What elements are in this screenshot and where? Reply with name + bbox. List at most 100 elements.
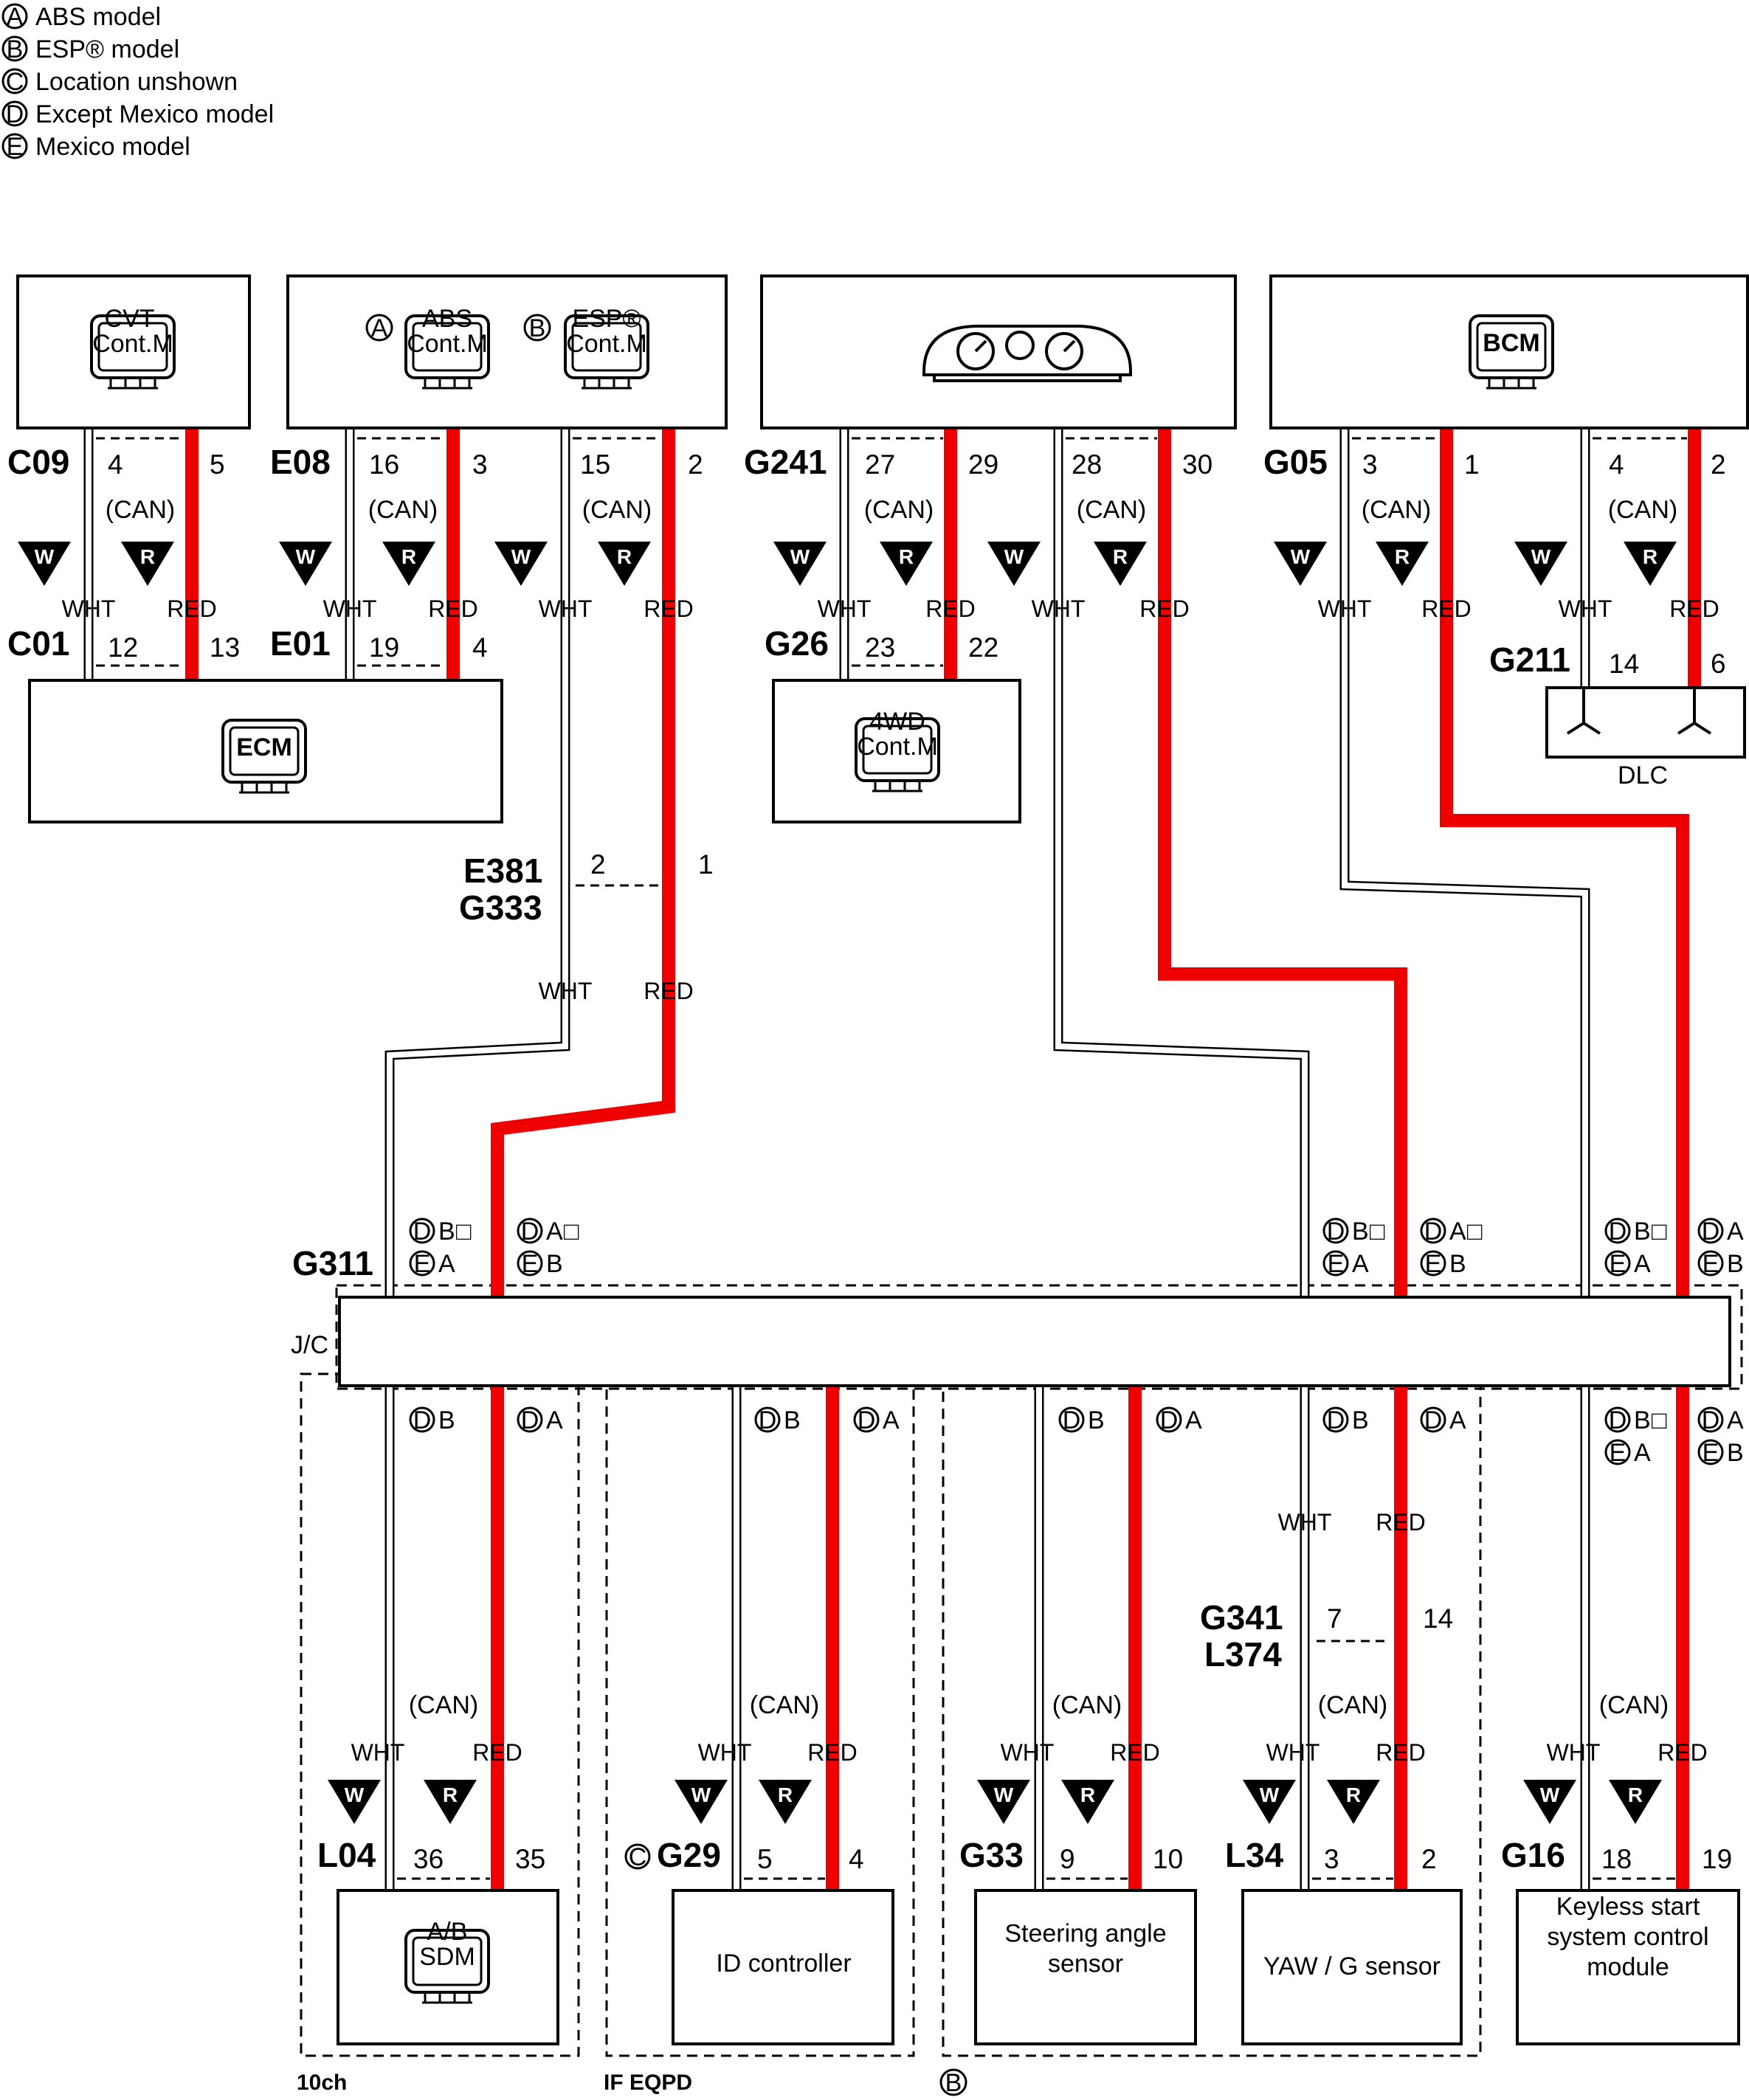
zone-b-box bbox=[942, 1372, 1482, 2057]
variant-letter: A bbox=[1727, 1217, 1744, 1246]
red-wire-mark: R bbox=[1327, 1780, 1380, 1824]
variant-mark-circle bbox=[409, 1217, 435, 1244]
wire-color-label: WHT bbox=[1547, 1739, 1601, 1766]
variant-box: □ bbox=[1652, 1217, 1667, 1246]
connector-label: G311 bbox=[292, 1244, 373, 1282]
wire-color-label: RED bbox=[1376, 1739, 1426, 1766]
pin-number: 16 bbox=[369, 449, 399, 480]
variant-letter: A bbox=[883, 1406, 900, 1434]
legend-mark: B bbox=[7, 35, 24, 63]
dlc-label: DLC bbox=[1618, 761, 1668, 790]
variant-mark: D bbox=[1609, 1217, 1627, 1246]
pin-number: 15 bbox=[580, 449, 610, 480]
variant-mark-circle bbox=[1420, 1406, 1446, 1433]
pin-number: 4 bbox=[1609, 449, 1624, 480]
variant-mark: D bbox=[1424, 1217, 1443, 1246]
white-wire-mark: W bbox=[279, 542, 332, 586]
triangle-mark-text: W bbox=[1531, 545, 1551, 568]
pin-number: 6 bbox=[1711, 649, 1726, 679]
variant-mark: D bbox=[1327, 1406, 1345, 1434]
triangle-mark-text: W bbox=[345, 1783, 365, 1806]
wire-color-label: RED bbox=[1669, 595, 1719, 622]
pin-number: 2 bbox=[1421, 1844, 1437, 1874]
wire-color-label: RED bbox=[644, 978, 694, 1004]
pin-number: 4 bbox=[849, 1844, 864, 1874]
triangle-mark-text: W bbox=[790, 545, 810, 568]
triangle-mark-text: W bbox=[994, 1783, 1014, 1806]
wire-color-label: RED bbox=[807, 1739, 858, 1766]
variant-mark: D bbox=[1609, 1406, 1627, 1434]
pin-number: 19 bbox=[1702, 1844, 1732, 1874]
zone-b-caption: B bbox=[945, 2069, 962, 2097]
variant-mark: E bbox=[522, 1250, 539, 1278]
variant-letter: B bbox=[1088, 1406, 1105, 1434]
label-line: Cont.M bbox=[566, 330, 647, 358]
white-wire-mark: W bbox=[18, 542, 71, 586]
wire-color-label: RED bbox=[428, 595, 478, 622]
legend-item-c: C Location unshown bbox=[1, 68, 238, 96]
wire-color-label: WHT bbox=[539, 978, 593, 1004]
triangle-mark-text: R bbox=[140, 545, 155, 568]
variant-letter: B bbox=[438, 1406, 455, 1434]
variant-mark-circle bbox=[1604, 1250, 1631, 1277]
dlc-pin-symbols bbox=[1566, 688, 1712, 735]
pin-number: 4 bbox=[108, 449, 123, 480]
red-wire-mark: R bbox=[1624, 542, 1677, 586]
red-wire-mark: R bbox=[424, 1780, 477, 1824]
variant-mark-circle bbox=[1420, 1250, 1446, 1277]
variant-mark-circle bbox=[1058, 1406, 1085, 1433]
variant-mark: E bbox=[414, 1250, 431, 1278]
wire-color-label: WHT bbox=[539, 595, 593, 622]
variant-mark-circle bbox=[409, 1250, 435, 1277]
triangle-mark-text: R bbox=[899, 545, 914, 568]
variant-mark: D bbox=[413, 1217, 432, 1246]
can-label: (CAN) bbox=[106, 496, 175, 524]
wire-color-label: WHT bbox=[1559, 595, 1612, 622]
can-label: (CAN) bbox=[409, 1691, 478, 1719]
variant-mark-circle bbox=[754, 1406, 781, 1433]
wire-color-label: RED bbox=[925, 595, 976, 622]
ecm-label: ECM bbox=[236, 733, 292, 761]
triangle-mark-text: W bbox=[1291, 545, 1311, 568]
yaw-sensor-box bbox=[1241, 1889, 1463, 2045]
triangle-mark-text: W bbox=[1540, 1783, 1560, 1806]
pin-number: 36 bbox=[413, 1844, 444, 1874]
legend-mark: D bbox=[6, 100, 24, 128]
legend-item-a: A ABS model bbox=[1, 3, 161, 31]
variant-letter: A bbox=[438, 1250, 455, 1278]
white-wire-mark: W bbox=[1274, 542, 1327, 586]
triangle-mark-text: R bbox=[1628, 1783, 1643, 1806]
wire-color-label: RED bbox=[472, 1739, 522, 1766]
variant-mark-circle bbox=[1604, 1217, 1631, 1244]
variant-letter: B bbox=[1727, 1250, 1744, 1278]
variant-mark: D bbox=[759, 1406, 777, 1434]
connector-label: G241 bbox=[744, 443, 827, 481]
variant-mark-b: B bbox=[529, 314, 546, 342]
pin-number: 2 bbox=[688, 449, 703, 480]
ecm-label-text: ECM bbox=[236, 733, 292, 761]
pin-number: 10 bbox=[1153, 1844, 1183, 1874]
wire-red bbox=[1440, 428, 1689, 1297]
triangle-mark-text: R bbox=[617, 545, 632, 568]
red-wire-mark: R bbox=[1061, 1780, 1114, 1824]
red-wire-mark: R bbox=[1609, 1780, 1662, 1824]
connector-label: L374 bbox=[1204, 1635, 1282, 1674]
abs-esp-module-box bbox=[286, 274, 728, 429]
label-line: module bbox=[1587, 1953, 1669, 1981]
connector-label: E381 bbox=[463, 852, 542, 890]
pin-number: 3 bbox=[472, 449, 488, 480]
variant-mark: E bbox=[1610, 1439, 1626, 1467]
bcm-label-text: BCM bbox=[1483, 329, 1539, 357]
pin-number: 7 bbox=[1327, 1603, 1342, 1634]
triangle-mark-text: W bbox=[1260, 1783, 1280, 1806]
connector-label: L34 bbox=[1225, 1836, 1284, 1874]
variant-mark-c: C bbox=[629, 1843, 647, 1871]
legend-mark: C bbox=[6, 68, 24, 96]
triangle-mark-text: R bbox=[1643, 545, 1657, 568]
red-wire-mark: R bbox=[1094, 542, 1147, 586]
variant-letter: A bbox=[546, 1406, 563, 1434]
